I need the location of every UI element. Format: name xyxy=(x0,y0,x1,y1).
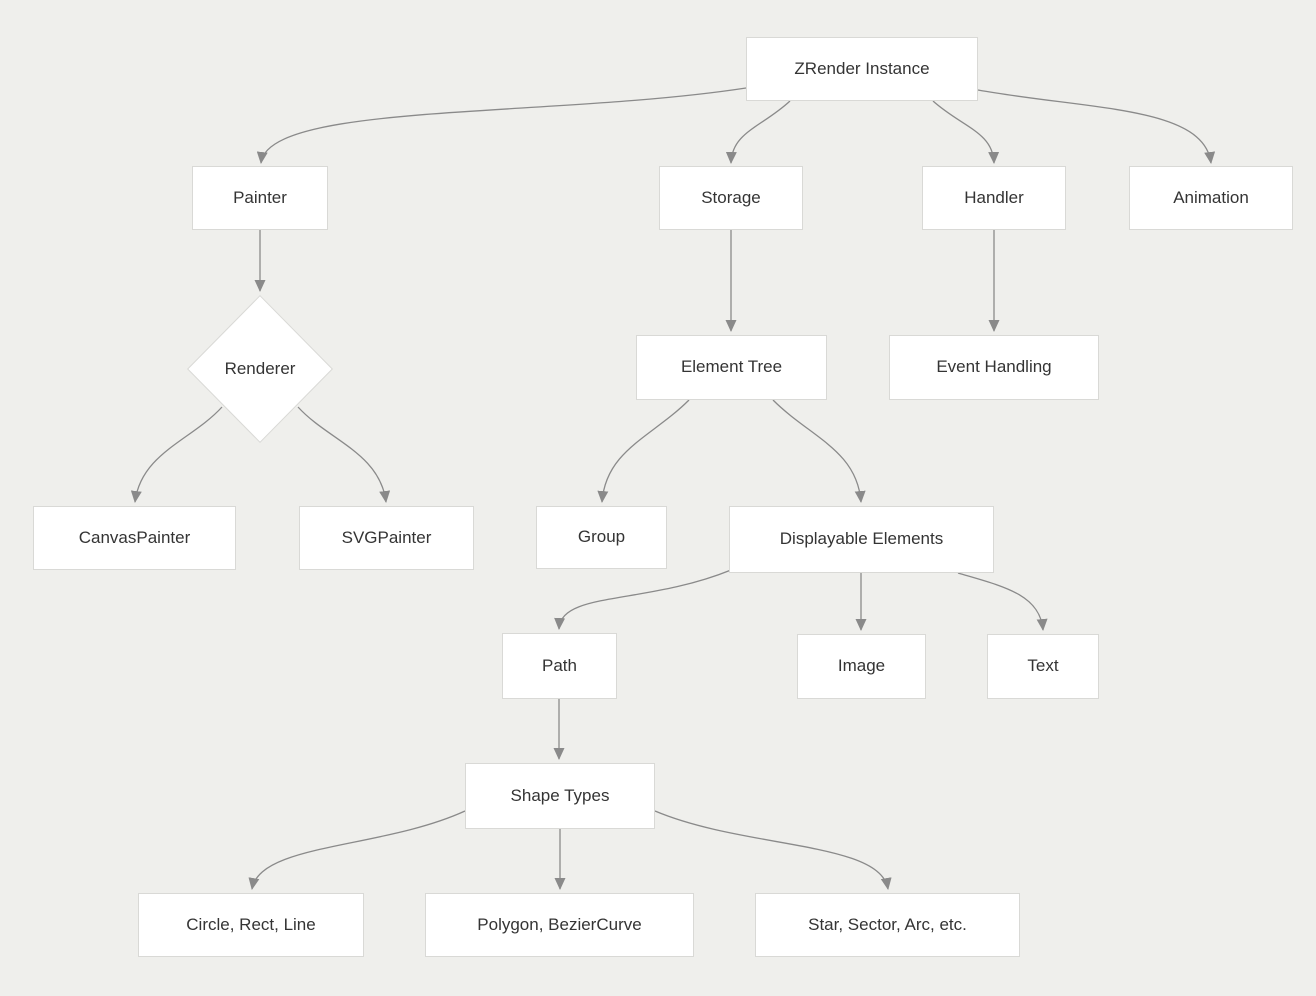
edge-zrender-instance-to-handler xyxy=(932,100,1000,164)
node-group-label: Group xyxy=(577,527,626,547)
node-event-handling: Event Handling xyxy=(889,335,1099,400)
node-text: Text xyxy=(987,634,1099,699)
node-polygon-beziercurve-label: Polygon, BezierCurve xyxy=(477,914,642,934)
node-storage: Storage xyxy=(659,166,803,230)
node-path-label: Path xyxy=(542,655,577,675)
edge-shape-types-to-circle-rect-line xyxy=(248,810,466,890)
node-star-sector-arc-label: Star, Sector, Arc, etc. xyxy=(808,914,967,934)
node-circle-rect-line: Circle, Rect, Line xyxy=(138,893,364,957)
node-painter: Painter xyxy=(192,166,328,230)
node-canvas-painter: CanvasPainter xyxy=(33,506,236,570)
node-svg-painter: SVGPainter xyxy=(299,506,474,570)
edge-element-tree-to-group xyxy=(597,399,690,503)
edge-displayable-to-path xyxy=(554,569,732,630)
node-displayable-elements-label: Displayable Elements xyxy=(779,529,944,549)
edge-shape-types-to-star-sector-arc xyxy=(654,810,892,890)
node-element-tree: Element Tree xyxy=(636,335,827,400)
node-animation-label: Animation xyxy=(1173,187,1249,207)
node-polygon-beziercurve: Polygon, BezierCurve xyxy=(425,893,694,957)
edge-zrender-instance-to-storage xyxy=(725,100,791,164)
node-painter-label: Painter xyxy=(233,187,287,207)
node-displayable-elements: Displayable Elements xyxy=(729,506,994,573)
node-storage-label: Storage xyxy=(701,187,761,207)
node-canvas-painter-label: CanvasPainter xyxy=(78,527,191,547)
node-handler-label: Handler xyxy=(964,187,1024,207)
node-element-tree-label: Element Tree xyxy=(680,357,783,377)
edge-zrender-instance-to-painter xyxy=(256,87,747,164)
node-svg-painter-label: SVGPainter xyxy=(341,527,432,547)
node-shape-types: Shape Types xyxy=(465,763,655,829)
renderer-diamond-shape xyxy=(187,295,333,443)
edge-zrender-instance-to-animation xyxy=(977,89,1216,164)
node-shape-types-label: Shape Types xyxy=(510,785,610,805)
node-image-label: Image xyxy=(837,656,886,676)
node-animation: Animation xyxy=(1129,166,1293,230)
node-renderer: Renderer xyxy=(187,295,333,443)
node-star-sector-arc: Star, Sector, Arc, etc. xyxy=(755,893,1020,957)
node-circle-rect-line-label: Circle, Rect, Line xyxy=(186,914,316,934)
node-text-label: Text xyxy=(1027,656,1059,676)
node-zrender-instance-label: ZRender Instance xyxy=(794,58,930,78)
edge-element-tree-to-displayable xyxy=(772,399,866,503)
node-zrender-instance: ZRender Instance xyxy=(746,37,978,101)
node-renderer-label: Renderer xyxy=(224,358,296,378)
node-path: Path xyxy=(502,633,617,699)
edge-displayable-to-text xyxy=(957,572,1048,631)
node-image: Image xyxy=(797,634,926,699)
node-event-handling-label: Event Handling xyxy=(936,357,1052,377)
node-group: Group xyxy=(536,506,667,569)
node-handler: Handler xyxy=(922,166,1066,230)
